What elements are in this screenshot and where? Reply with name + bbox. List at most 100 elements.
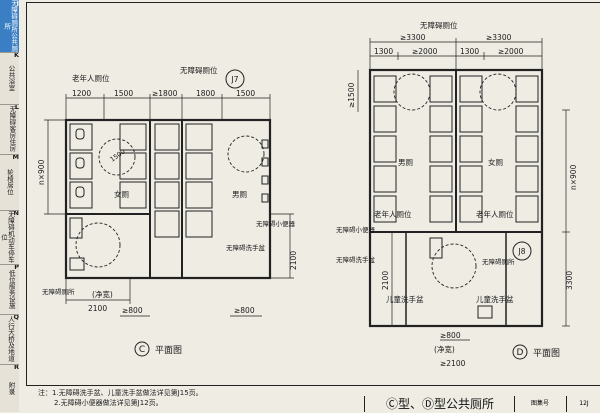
plan-d-dim-top2-1: ≥2000 — [412, 47, 438, 56]
plan-d-basin: 无障碍洗手盆 — [336, 255, 376, 264]
plan-d-tag-j8: J8 — [518, 247, 526, 256]
sidebar-tab-code: J — [16, 0, 19, 7]
plan-c-caption-circle — [134, 341, 150, 357]
sidebar-separator — [0, 210, 19, 211]
sidebar-separator — [0, 52, 19, 53]
plan-d-toilet — [429, 237, 443, 259]
drawing-frame — [26, 2, 600, 399]
sidebar-separator — [0, 364, 19, 365]
plan-d-dim-net: (净宽) — [434, 344, 455, 354]
sidebar-separator — [0, 314, 19, 315]
plan-d-female: 女厕 — [488, 157, 503, 167]
sidebar-tab-label: 人行天桥及地道 — [6, 316, 15, 362]
plan-c-dim-net: (净宽) — [92, 289, 113, 299]
plan-c-basin — [69, 257, 85, 271]
note-line: 2.无障碍小便器做法详见第J12页。 — [54, 399, 163, 407]
plan-d-child-right: 儿童洗手盆 — [476, 294, 514, 304]
sidebar-tab-label: 轮椅席位 — [5, 169, 14, 195]
plan-c-dim-top-4: 1500 — [236, 89, 255, 98]
plan-c-female: 女厕 — [114, 189, 129, 199]
sidebar-tab-code: R — [13, 363, 19, 371]
sidebar-tab-m[interactable]: M 轮椅席位 — [0, 154, 19, 210]
sidebar-tab-label: 公共浴室 — [6, 65, 15, 91]
plan-c-dim-800b: ≥800 — [234, 306, 255, 315]
sidebar-tab-r[interactable]: R 附录 — [0, 364, 19, 412]
plan-c-tag-circle — [225, 69, 245, 89]
plan-d-dim-top-0: ≥3300 — [400, 33, 426, 42]
sidebar-tab-label: 无障碍厕所公共厕所 — [2, 0, 18, 52]
sidebar-tab-k[interactable]: K 公共浴室 — [0, 52, 19, 104]
plan-d-turn-circle — [393, 73, 431, 111]
plan-d-dim-top-1: ≥3300 — [486, 33, 512, 42]
plan-d-dim-3300: 3300 — [565, 271, 574, 290]
plan-d-dim-2100b: ≥2100 — [440, 359, 466, 368]
plan-d-child-left: 儿童洗手盆 — [386, 294, 424, 304]
plan-c-dim-900: n×900 — [37, 159, 46, 185]
sidebar-tab-label: 无障碍客房住房 — [7, 106, 16, 152]
plan-d-dim-top2-0: 1300 — [374, 47, 393, 56]
plan-c-dim-2100b: 2100 — [88, 304, 107, 313]
sidebar-separator — [0, 154, 19, 155]
plan-c-dim-right — [270, 213, 294, 279]
plan-d-stalls — [373, 75, 539, 223]
sidebar-separator — [0, 104, 19, 105]
atlas-label: 图集号 — [514, 396, 565, 412]
plan-d-toilet: 无障碍厕所 — [482, 257, 515, 266]
plan-c-caption-letter: C — [139, 345, 145, 355]
plan-d-urinal: 无障碍小便器 — [336, 225, 376, 234]
plan-c-caption: 平面图 — [155, 345, 182, 356]
plan-c-turn-circle — [227, 135, 265, 173]
plan-c-urinal: 无障碍小便器 — [256, 219, 296, 228]
plan-d-male: 男厕 — [398, 158, 413, 167]
notes: 注：1.无障碍洗手盆、儿童洗手盆做法详见第J15页。 2.无障碍小便器做法详见第… — [38, 388, 203, 408]
plan-c-dim-top-0: 1200 — [72, 89, 91, 98]
plan-c-stalls-left — [69, 123, 147, 209]
sidebar-tab-code: N — [13, 209, 19, 217]
plan-c — [44, 69, 294, 357]
drawing-title: Ⓒ型、Ⓓ型公共厕所 — [364, 396, 515, 412]
plan-c-urinals — [261, 139, 269, 203]
plan-d — [357, 38, 570, 360]
plan-d-dim-1500: ≥1500 — [347, 82, 356, 108]
plan-d-elderly-right: 老年人厕位 — [476, 209, 514, 219]
floor-plan-drawing: 老年人厕位 无障碍厕位 J7 1200 1500 ≥1800 1800 1500… — [37, 20, 578, 368]
sidebar-separator — [0, 264, 19, 265]
plan-d-basin — [477, 305, 493, 319]
plan-d-turn-circle — [431, 243, 477, 289]
note-line: 注：1.无障碍洗手盆、儿童洗手盆做法详见第J15页。 — [38, 389, 203, 397]
sidebar-tab-code: M — [12, 153, 19, 161]
plan-c-dim-top-2: ≥1800 — [152, 89, 178, 98]
plan-d-dim-900: n×900 — [569, 164, 578, 190]
plan-c-dim-2100: 2100 — [289, 251, 298, 270]
plan-c-dim-bottom — [65, 278, 262, 317]
plan-c-label-accessible: 无障碍厕位 — [180, 65, 218, 75]
title-bar — [26, 385, 600, 413]
plan-c-dim-top-3: 1800 — [196, 89, 215, 98]
plan-d-label-accessible: 无障碍厕位 — [420, 20, 458, 30]
plan-d-elderly-left: 老年人厕位 — [374, 209, 412, 219]
plan-c-dim-left — [44, 119, 66, 215]
plan-d-dim-2100: 2100 — [381, 271, 390, 290]
plan-c-turn-circle — [75, 222, 121, 268]
sidebar-tab-label: 附录 — [6, 381, 15, 395]
plan-c-outer-wall — [64, 118, 272, 280]
plan-c-label-elderly: 老年人厕位 — [72, 73, 110, 83]
plan-d-dim-top — [369, 38, 543, 70]
plan-c-stalls-middle — [154, 123, 213, 238]
plan-d-caption-letter: D — [517, 348, 524, 358]
sidebar-tab-label: 低位服务设施 — [7, 269, 16, 309]
plan-c-tag-j7: J7 — [231, 75, 239, 84]
plan-c-dim-top-1: 1500 — [114, 89, 133, 98]
sidebar-tab-code: L — [14, 103, 19, 111]
sidebar-tab-code: K — [13, 51, 19, 59]
sidebar-tab-code: Q — [13, 313, 19, 321]
plan-c-toilet — [69, 217, 83, 239]
plan-d-turn-circle — [479, 73, 517, 111]
plan-c-basin-right: 无障碍洗手盆 — [226, 243, 266, 252]
